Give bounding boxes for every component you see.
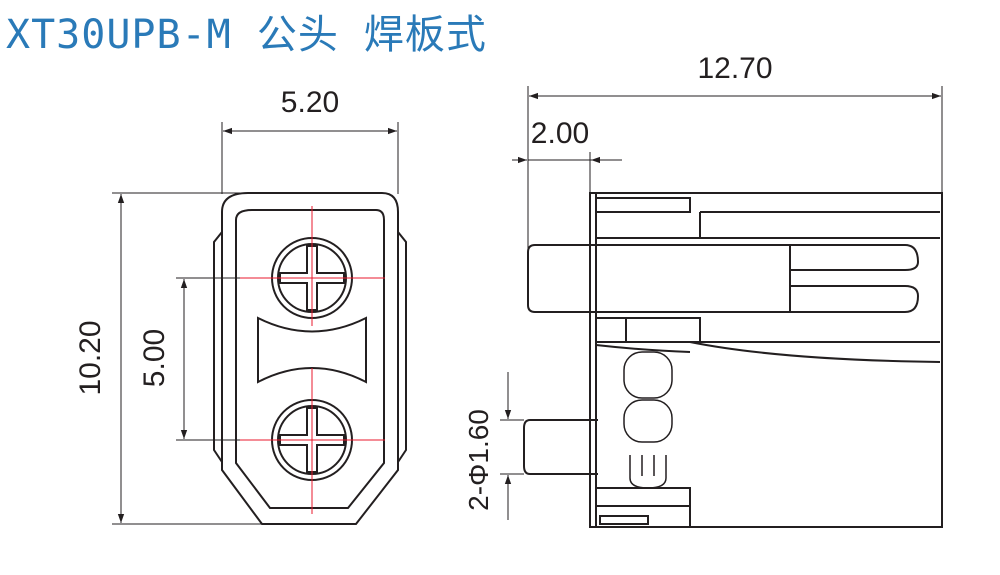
side-upper-housing — [596, 211, 940, 239]
center-lines — [240, 206, 385, 514]
dim-solder-pin-diameter: 2-Φ1.60 — [463, 409, 494, 511]
dim-pin-pitch: 5.00 — [138, 329, 171, 387]
side-slot — [595, 197, 691, 213]
front-side-rib-left — [213, 231, 223, 463]
side-lower-curve — [689, 341, 941, 363]
minus-mark-icon — [279, 407, 345, 473]
side-contact-pin — [596, 244, 920, 313]
side-body-outline — [589, 192, 943, 528]
dim-flange-offset: 2.00 — [531, 117, 589, 150]
side-flange-tab — [527, 244, 597, 313]
side-dimensions — [500, 86, 943, 520]
front-housing-outline — [221, 192, 399, 525]
dim-overall-length: 12.70 — [697, 52, 772, 85]
front-view — [213, 192, 407, 525]
dim-front-width: 5.20 — [281, 86, 339, 119]
side-embossed-marks — [623, 351, 673, 489]
drawing-title: XT30UPB-M 公头 焊板式 — [6, 12, 487, 58]
front-side-rib-right — [397, 231, 407, 463]
front-dimensions — [112, 122, 399, 525]
dim-front-height: 10.20 — [74, 320, 107, 395]
side-view — [523, 192, 943, 528]
side-solder-pin — [523, 419, 598, 475]
side-mid-ledge — [596, 317, 940, 343]
front-housing-inner — [235, 209, 385, 509]
plus-mark-icon — [279, 245, 345, 311]
front-waist-shape — [257, 316, 367, 384]
side-bottom-features — [596, 487, 691, 527]
